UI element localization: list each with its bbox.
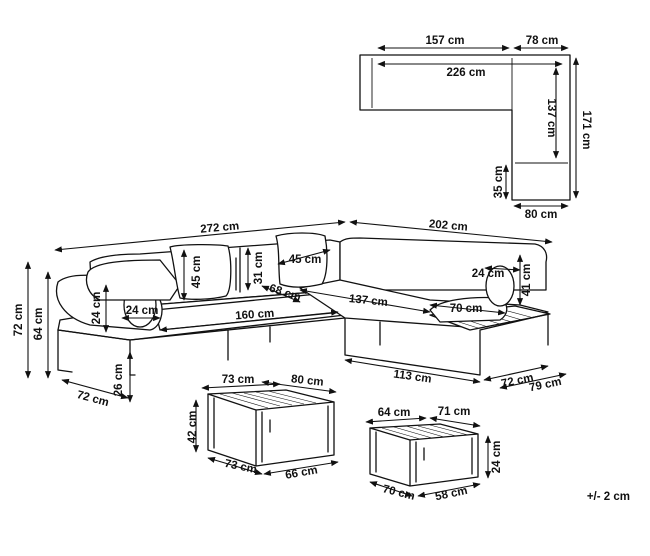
inner-137-arrow: [299, 288, 431, 314]
plan-outline: [359, 54, 571, 201]
st-71-label: 71 cm: [438, 406, 471, 418]
seat-height-label: 64 cm: [33, 308, 45, 341]
right-arm-label: 41 cm: [521, 264, 533, 297]
st-58-label: 58 cm: [434, 485, 468, 504]
lt-66-arrow: [263, 460, 339, 476]
plan-35-label: 35 cm: [493, 166, 505, 199]
plan-137-label: 137 cm: [545, 98, 557, 137]
chaise-70-arrow: [429, 302, 506, 316]
plan-view: 157 cm 78 cm 226 cm 137 cm 171 cm 35 cm …: [359, 35, 592, 221]
pillow-b-arrow: [277, 248, 331, 266]
bolster-right-label: 24 cm: [472, 268, 505, 280]
right-width-arrow: [499, 372, 567, 390]
plan-78-label: 78 cm: [526, 35, 559, 47]
lt-80-label: 80 cm: [290, 373, 324, 388]
lt-80-arrow: [261, 379, 337, 395]
lt-73-bottom-label: 73 cm: [223, 458, 257, 477]
small-table-slats: [381, 424, 469, 440]
lt-73-bottom-arrow: [207, 457, 263, 475]
st-64-arrow: [365, 415, 427, 425]
left-depth-arrow: [61, 378, 129, 400]
small-table: 64 cm 71 cm 24 cm 70 cm 58 cm: [365, 406, 503, 504]
lt-42-label: 42 cm: [187, 411, 199, 444]
seat-160-arrow: [159, 309, 339, 333]
seat-160-label: 160 cm: [235, 308, 275, 323]
chaise-70-label: 70 cm: [450, 303, 483, 315]
sofa-272-arrow: [54, 219, 346, 253]
plan-80-label: 80 cm: [525, 209, 558, 221]
inner-137-label: 137 cm: [348, 293, 388, 309]
total-height-label: 72 cm: [13, 304, 25, 337]
plan-157-label: 157 cm: [425, 35, 464, 47]
bolster-left-2-label: 24 cm: [126, 305, 159, 317]
plan-171-label: 171 cm: [580, 110, 592, 149]
st-64-label-text: 64 cm: [378, 407, 411, 419]
lt-73-top-label: 73 cm: [222, 374, 255, 386]
tolerance-note: +/- 2 cm: [587, 491, 630, 503]
sofa-202-arrow: [349, 219, 553, 245]
sofa-202-label: 202 cm: [428, 218, 468, 233]
large-table: 73 cm 80 cm 42 cm 73 cm 66 cm: [187, 373, 339, 482]
side-113-arrow: [344, 358, 481, 384]
seat-depth-arrow: [261, 285, 301, 303]
pillow-a-label: 45 cm: [191, 256, 203, 289]
lt-66-label: 66 cm: [284, 464, 318, 481]
side-113-label: 113 cm: [393, 368, 433, 385]
bolster-right-arrow: [484, 265, 521, 273]
st-70-arrow: [369, 481, 413, 497]
back-height-label: 31 cm: [253, 252, 265, 285]
st-71-arrow: [429, 416, 481, 428]
bolster-left-label: 24 cm: [91, 292, 103, 325]
leg-26-label: 26 cm: [113, 364, 125, 397]
st-58-arrow: [417, 482, 481, 498]
pillow-b-label: 45 cm: [289, 254, 322, 266]
sofa-272-label: 272 cm: [200, 220, 240, 235]
plan-226-label: 226 cm: [446, 67, 485, 79]
st-24-label: 24 cm: [491, 441, 503, 474]
